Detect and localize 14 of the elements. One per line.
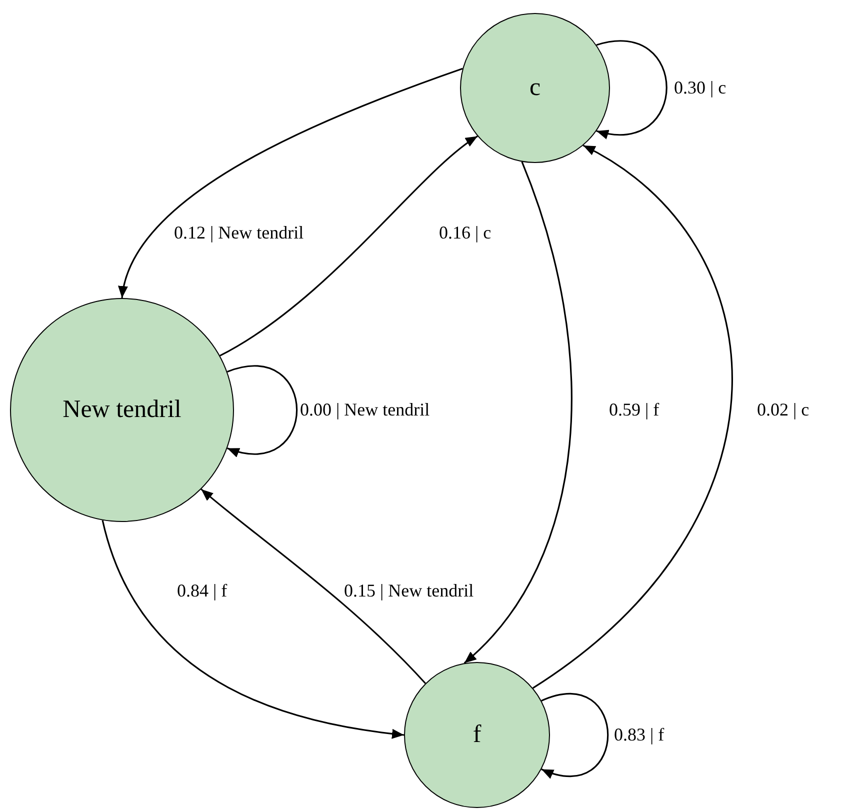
transition-arrow: [227, 365, 298, 456]
edge-label: 0.83 | f: [612, 724, 666, 746]
state-name: New tendril: [62, 396, 182, 424]
transition-arrow: [541, 694, 609, 778]
transition-arrow: [200, 488, 426, 684]
state-name: f: [472, 721, 482, 749]
transition-arrow: [120, 68, 463, 298]
transition-arrow: [596, 40, 668, 138]
edge-label: 0.84 | f: [175, 580, 230, 602]
state-name: c: [529, 74, 541, 102]
transition-arrow: [220, 136, 478, 356]
transition-arrow: [102, 520, 404, 739]
edge-label: 0.59 | f: [607, 400, 662, 420]
transition-arrow: [532, 144, 733, 689]
